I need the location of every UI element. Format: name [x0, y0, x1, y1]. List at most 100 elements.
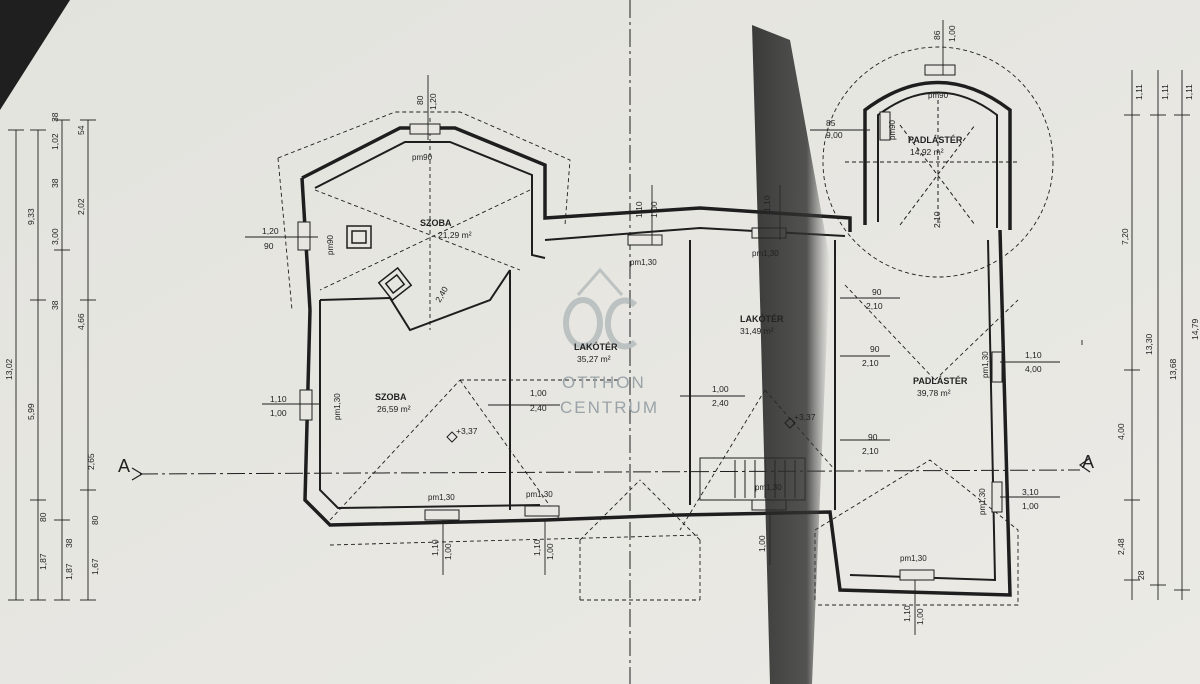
dimension-label: 1,11: [1184, 84, 1194, 100]
room-area: 14,92 m²: [910, 147, 944, 157]
room-name: LAKÓTÉR: [574, 341, 618, 352]
dimension-label: 2,40: [712, 398, 729, 408]
dimension-label: 38: [50, 300, 60, 310]
chimneys: [346, 225, 413, 302]
dimension-label: 38: [64, 538, 74, 548]
dimension-label: 1,20: [428, 93, 438, 110]
dimension-label: 9,33: [26, 208, 36, 225]
dimension-label: 1,20: [262, 226, 279, 236]
dimension-label: 2,10: [932, 211, 942, 228]
section-arrow-left: [131, 467, 144, 481]
dimension-label: 90: [872, 287, 882, 297]
shadow-streak: [752, 25, 830, 684]
window-label: pm1,30: [752, 249, 779, 258]
window-label: pm1,30: [755, 483, 782, 492]
dimension-label: 80: [415, 95, 425, 105]
dimension-label: 1,11: [1134, 84, 1144, 100]
watermark-text: OTTHON: [562, 373, 646, 392]
dimension-label: 7,20: [1120, 228, 1130, 245]
dimension-label: 28: [1136, 570, 1146, 580]
left-dimension-chains: [8, 119, 96, 601]
dimension-label: 2,10: [862, 358, 879, 368]
room-area: 39,78 m²: [917, 388, 951, 398]
dimension-label: 13,02: [4, 358, 14, 380]
room-area: 31,49 m²: [740, 326, 774, 336]
dimension-label: 14,79: [1190, 318, 1200, 340]
dimension-label: 1,00: [530, 388, 547, 398]
room-name: SZOBA: [375, 392, 407, 402]
dimension-label: 1,00: [712, 384, 729, 394]
dimension-label: 1,00: [545, 543, 555, 560]
tower-outer-wall: [863, 80, 1012, 230]
window-label: pm1,30: [981, 351, 990, 378]
dimension-label: 1,00: [270, 408, 287, 418]
room-area: 35,27 m²: [577, 354, 611, 364]
dimension-label: 1,67: [90, 558, 100, 575]
dimension-label: 4,00: [1025, 364, 1042, 374]
dimension-label: 38: [50, 178, 60, 188]
watermark-text: CENTRUM: [560, 398, 659, 417]
dimension-label: 1,10: [1025, 350, 1042, 360]
section-line-a: [139, 469, 1081, 475]
section-arrow-right: [1078, 457, 1091, 473]
inner-walls: [314, 141, 997, 582]
dimension-label: 1,87: [38, 553, 48, 570]
corner-shadow: [0, 0, 70, 110]
room-area: 26,59 m²: [377, 404, 411, 414]
window-label: pm90: [928, 91, 949, 100]
room-area: 21,29 m²: [438, 230, 472, 240]
dimension-label: 9,00: [826, 130, 843, 140]
dimension-label: 2,10: [862, 446, 879, 456]
dimension-label: 90: [868, 432, 878, 442]
dimension-label: 38: [50, 112, 60, 122]
window-label: pm1,30: [978, 488, 987, 515]
dimension-label: 54: [76, 125, 86, 135]
dimension-label: 2,10: [866, 301, 883, 311]
dimension-label: 1,10: [270, 394, 287, 404]
level-mark: +3,37: [794, 412, 816, 422]
dimension-label: 5,99: [26, 403, 36, 420]
window-label: pm1,30: [630, 258, 657, 267]
dimension-label: 1,10: [532, 539, 542, 556]
dimension-label: 1,10: [762, 195, 772, 212]
room-name: SZOBA: [420, 218, 452, 228]
dimension-label: 2,48: [1116, 538, 1126, 555]
tower-inner-wall: [877, 91, 998, 228]
dimension-label: 86: [932, 30, 942, 40]
room-name: PADLÁSTÉR: [908, 135, 963, 145]
window-label: pm1,30: [900, 554, 927, 563]
window-label: pm1,30: [333, 393, 342, 420]
room-name: PADLÁSTÉR: [913, 376, 968, 386]
dimension-label: 85: [826, 118, 836, 128]
dimension-label: 80: [38, 512, 48, 522]
dimension-label: 1,87: [64, 563, 74, 580]
dimension-label: 1,00: [915, 608, 925, 625]
dimension-label: 4,00: [1116, 423, 1126, 440]
dimension-label: 2,40: [530, 403, 547, 413]
window-label: pm90: [412, 153, 433, 162]
dimension-label: 1,10: [902, 605, 912, 622]
dimension-label: 3,00: [50, 228, 60, 245]
dimension-label: 13,68: [1168, 358, 1178, 380]
dimension-label: 1,00: [443, 543, 453, 560]
window-label: pm90: [888, 119, 897, 140]
level-symbols: [446, 417, 796, 443]
dimension-label: 1,00: [1022, 501, 1039, 511]
dimension-label: 1,00: [757, 535, 767, 552]
dimension-label: 2,65: [86, 453, 96, 470]
right-dimension-chains: [1081, 70, 1190, 600]
dimension-label: 1,11: [1160, 84, 1170, 100]
dimension-label: 80: [90, 515, 100, 525]
window-label: pm1,30: [526, 490, 553, 499]
dimension-label: 3,10: [1022, 487, 1039, 497]
watermark-logo: [563, 267, 638, 350]
dimension-label: 1,10: [430, 539, 440, 556]
window-label: pm90: [326, 234, 335, 255]
level-mark: +3,37: [456, 426, 478, 436]
dimension-label: 2,02: [76, 198, 86, 215]
dimension-label: 13,30: [1144, 333, 1154, 355]
dimension-label: 90: [870, 344, 880, 354]
